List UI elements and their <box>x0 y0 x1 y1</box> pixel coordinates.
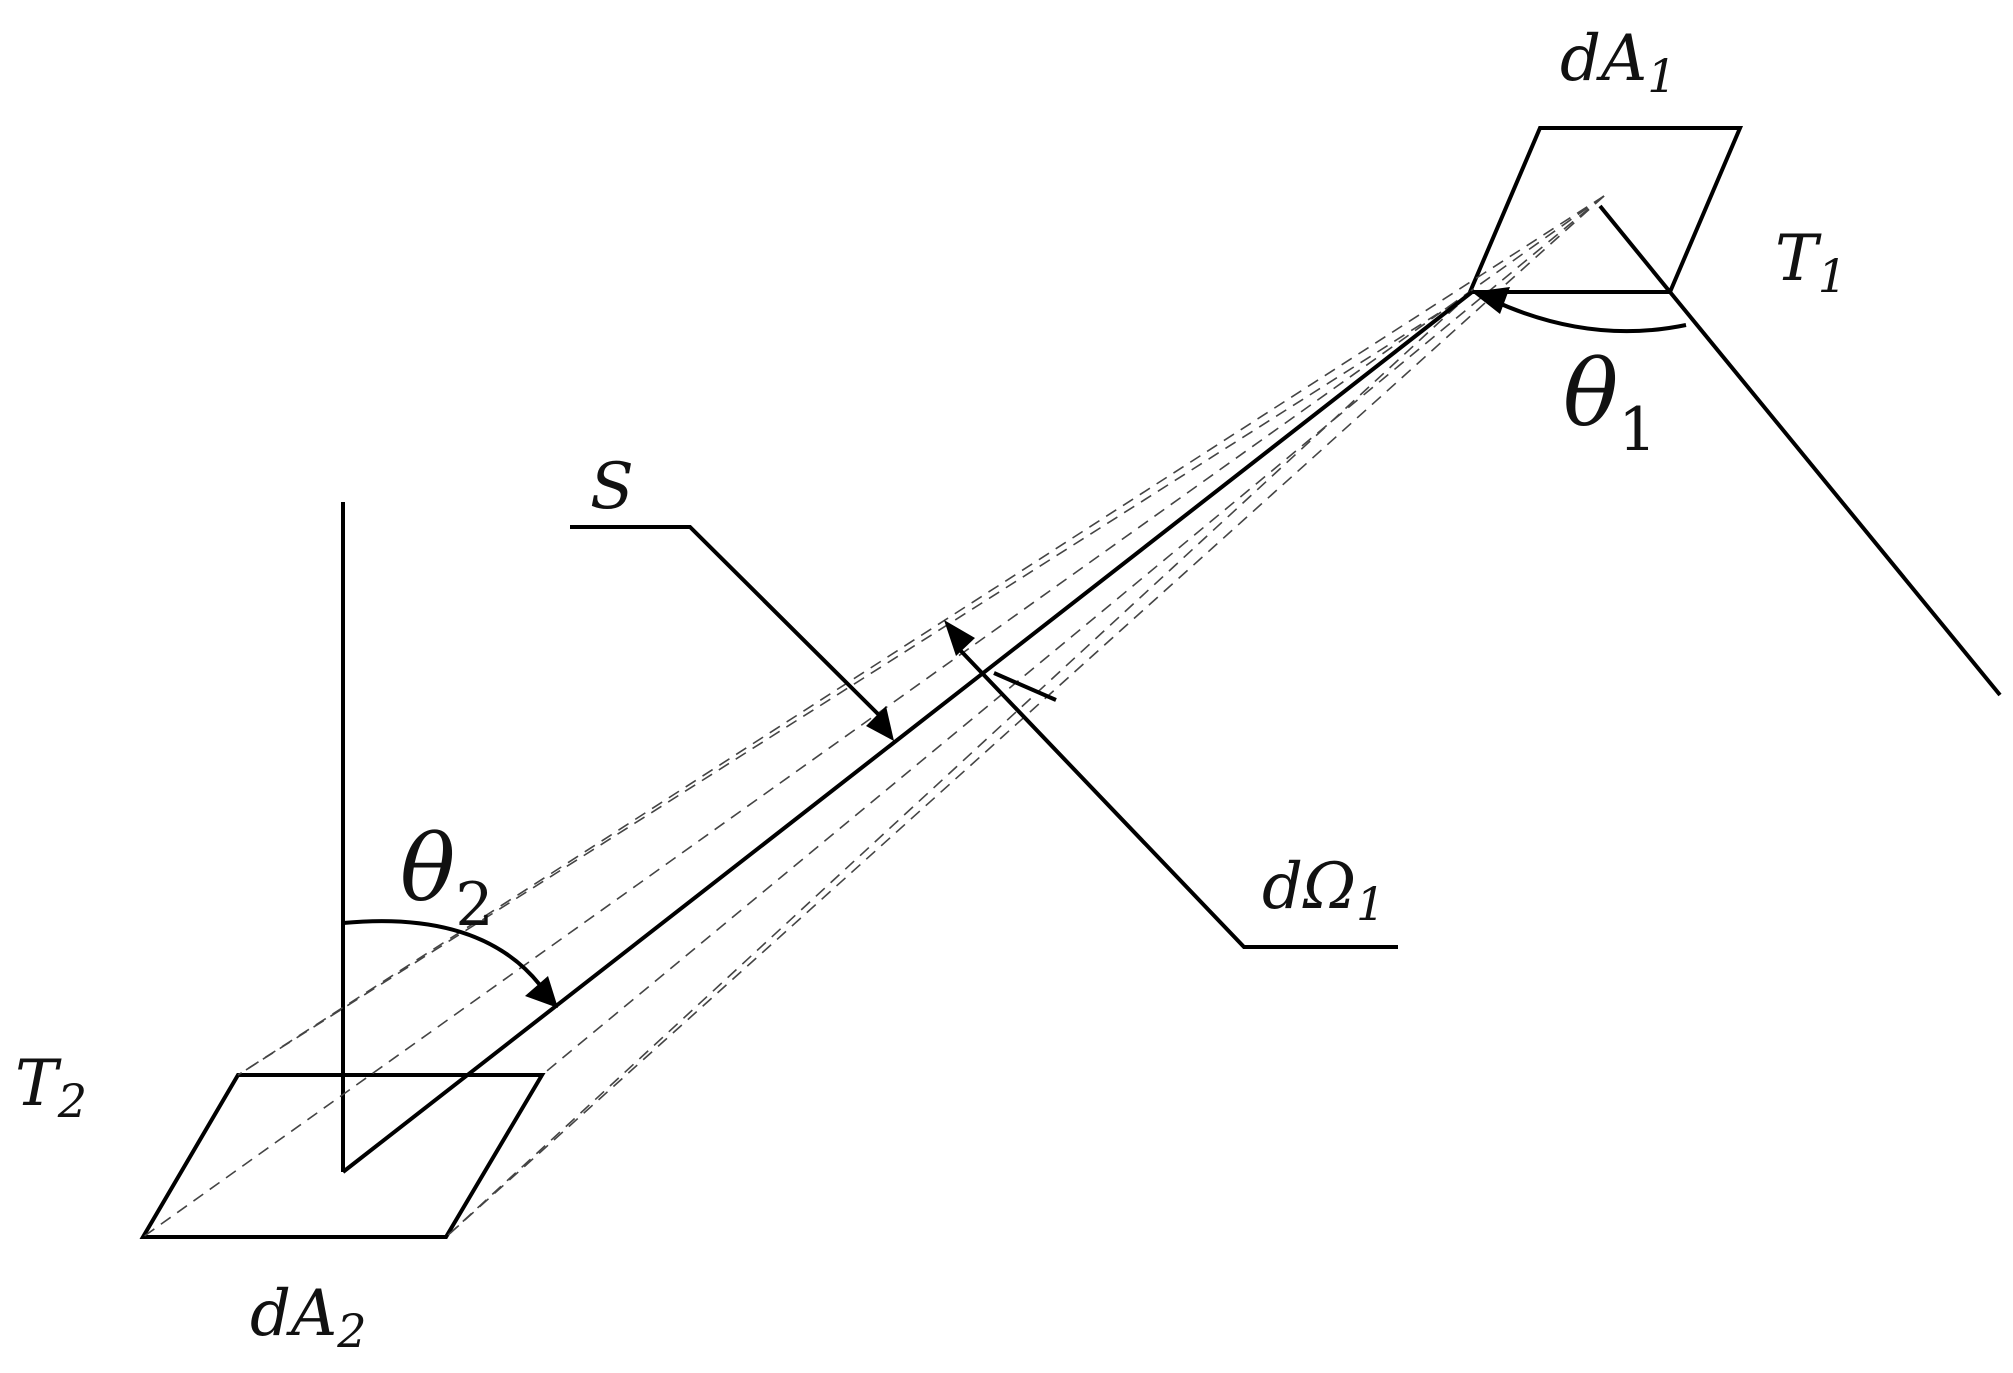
theta1-arc <box>1491 298 1687 334</box>
dOmega1-leader-line <box>958 648 1398 949</box>
label-dOmega1: dΩ1 <box>1262 850 1385 931</box>
label-dA1: dA1 <box>1560 22 1676 103</box>
normal-line-1 <box>1668 290 2002 697</box>
theta2-arrowhead <box>525 976 558 1008</box>
dOmega1-arrowhead <box>944 620 975 656</box>
theta1-arrowhead <box>1472 287 1510 314</box>
label-dA2: dA2 <box>250 1277 366 1358</box>
S-leader-line <box>570 525 882 718</box>
S-arrowhead <box>866 706 894 741</box>
label-T1: T1 <box>1775 222 1847 303</box>
distance-line-S <box>341 290 1474 1174</box>
label-T2: T2 <box>15 1047 87 1128</box>
theta2-arc <box>342 919 542 987</box>
normal-1-base <box>1598 204 1672 294</box>
label-theta1: θ1 <box>1563 340 1657 465</box>
surface-dA2 <box>139 1073 546 1239</box>
label-S: S <box>590 450 634 524</box>
label-theta2: θ2 <box>400 815 494 940</box>
dOmega1-tick <box>993 671 1057 702</box>
solid-angle-cone <box>142 195 1605 1238</box>
